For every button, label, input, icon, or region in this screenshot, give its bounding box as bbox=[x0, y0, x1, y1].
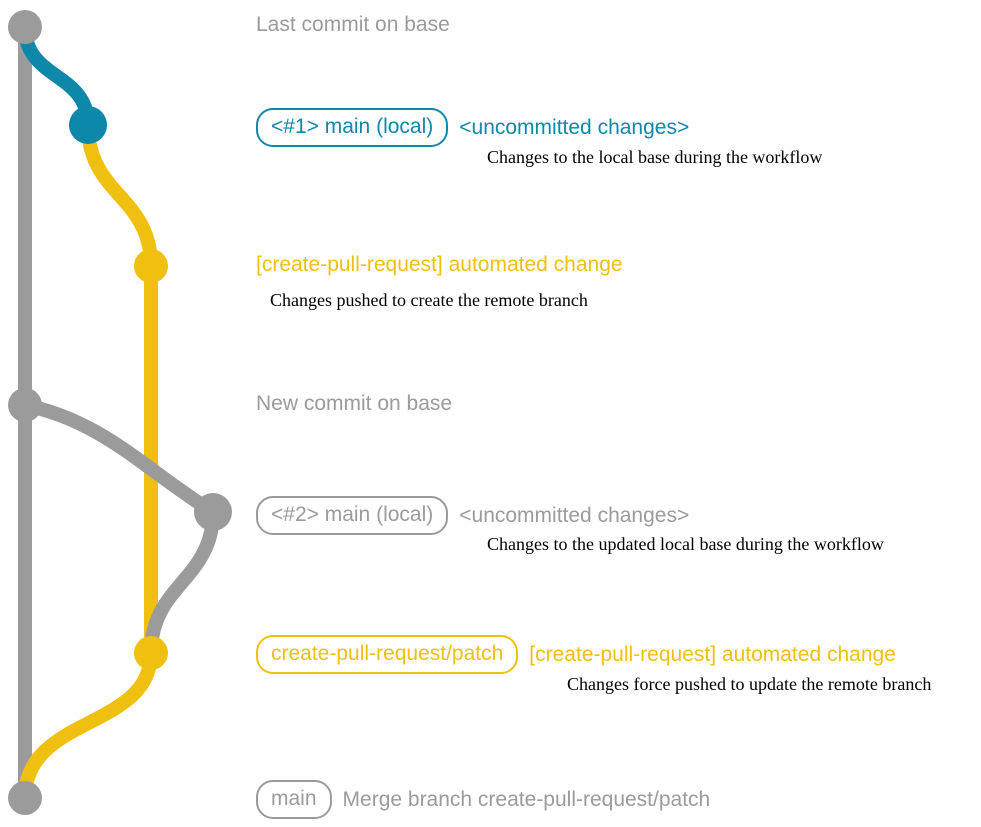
commit-message-uncommitted-changes-2: <uncommitted changes> bbox=[459, 504, 690, 527]
branch-badge-main-local-1[interactable]: <#1> main (local) bbox=[256, 108, 449, 147]
commit-node-base-1[interactable] bbox=[8, 10, 42, 44]
commit-description-1: Changes to the local base during the wor… bbox=[487, 147, 823, 167]
commit-message-merge-branch: Merge branch create-pull-request/patch bbox=[342, 788, 711, 811]
commit-node-base-2[interactable] bbox=[8, 388, 42, 422]
commit-message-last-commit-on-base: Last commit on base bbox=[256, 13, 450, 36]
badge-spacer bbox=[448, 515, 459, 516]
commit-description-3: Changes to the updated local base during… bbox=[487, 534, 884, 554]
row-local-commit-1: <#1> main (local) <uncommitted changes> bbox=[256, 108, 689, 147]
commit-node-local-1[interactable] bbox=[69, 106, 107, 144]
commit-description-2: Changes pushed to create the remote bran… bbox=[270, 290, 588, 310]
branch-badge-create-pull-request-patch[interactable]: create-pull-request/patch bbox=[256, 635, 519, 674]
badge-spacer bbox=[332, 799, 343, 800]
commit-node-local-2[interactable] bbox=[194, 493, 232, 531]
commit-node-patch-2[interactable] bbox=[134, 636, 168, 670]
commit-description-4: Changes force pushed to update the remot… bbox=[567, 674, 932, 694]
edge-patch-n2-n3 bbox=[81, 118, 158, 273]
commit-message-new-commit-on-base: New commit on base bbox=[256, 392, 453, 415]
row-new-commit-on-base: New commit on base bbox=[256, 393, 452, 414]
edge-rebase-n5-n6 bbox=[144, 505, 220, 660]
commit-message-uncommitted-changes-1: <uncommitted changes> bbox=[459, 116, 690, 139]
row-last-commit-on-base: Last commit on base bbox=[256, 14, 450, 35]
row-automated-change-2: create-pull-request/patch [create-pull-r… bbox=[256, 635, 896, 674]
branch-badge-main-local-2[interactable]: <#2> main (local) bbox=[256, 496, 449, 535]
commit-node-patch-1[interactable] bbox=[134, 249, 168, 283]
branch-badge-main[interactable]: main bbox=[256, 780, 332, 819]
commit-node-merge[interactable] bbox=[8, 781, 42, 815]
commit-message-automated-change-1: [create-pull-request] automated change bbox=[256, 253, 623, 276]
commit-message-automated-change-2: [create-pull-request] automated change bbox=[529, 643, 896, 666]
row-local-commit-2: <#2> main (local) <uncommitted changes> bbox=[256, 496, 689, 535]
row-merge-commit: main Merge branch create-pull-request/pa… bbox=[256, 780, 710, 819]
row-automated-change-1: [create-pull-request] automated change bbox=[256, 254, 623, 275]
badge-spacer bbox=[518, 654, 529, 655]
edge-patch-n6-n7 bbox=[18, 646, 158, 805]
badge-spacer bbox=[448, 127, 459, 128]
edge-rebase-n4-n5 bbox=[18, 398, 220, 519]
